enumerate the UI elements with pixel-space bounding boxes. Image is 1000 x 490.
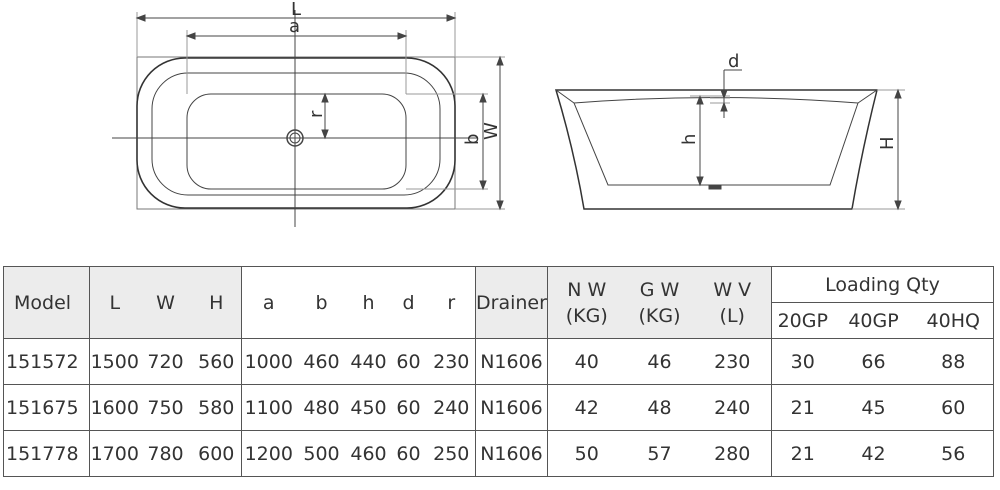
header-nw-unit: (KG) [565, 304, 608, 327]
cell-b: 460 [295, 338, 348, 385]
cell-nw: 50 [547, 430, 626, 477]
dim-label-H: H [877, 136, 898, 150]
cell-H: 580 [191, 384, 242, 431]
cell-40hq: 56 [913, 430, 994, 477]
cell-wv: 230 [693, 338, 772, 385]
bathtub-drawing: L a r b W d h H [112, 0, 905, 227]
header-W: W [139, 266, 192, 339]
cell-gw: 48 [625, 384, 694, 431]
dim-label-W: W [481, 122, 502, 140]
cell-40hq: 88 [913, 338, 994, 385]
header-nw-label: N W [567, 278, 607, 301]
drain-inner [289, 132, 301, 144]
cell-b: 500 [295, 430, 348, 477]
tub-side-inner [573, 97, 859, 186]
cell-d: 60 [389, 338, 428, 385]
dim-label-r: r [306, 110, 327, 118]
cell-wv: 240 [693, 384, 772, 431]
header-d: d [389, 266, 428, 339]
cell-40gp: 42 [833, 430, 914, 477]
cell-r: 230 [427, 338, 476, 385]
header-40gp: 40GP [833, 302, 914, 339]
top-view [112, 10, 505, 227]
header-H: H [191, 266, 242, 339]
header-L: L [89, 266, 140, 339]
cell-drainer: N1606 [475, 430, 548, 477]
cell-W: 780 [139, 430, 192, 477]
dim-label-d: d [728, 51, 739, 72]
cell-wv: 280 [693, 430, 772, 477]
cell-gw: 57 [625, 430, 694, 477]
cell-W: 750 [139, 384, 192, 431]
cell-L: 1700 [89, 430, 140, 477]
header-a: a [241, 266, 296, 339]
tub-side-outer [554, 89, 878, 210]
cell-h: 450 [347, 384, 390, 431]
header-wv-unit: (L) [719, 304, 745, 327]
cell-40gp: 45 [833, 384, 914, 431]
cell-L: 1500 [89, 338, 140, 385]
cell-b: 480 [295, 384, 348, 431]
header-gw: G W (KG) [625, 266, 694, 339]
header-model: Model [3, 266, 90, 339]
dim-label-h: h [679, 134, 700, 145]
cell-L: 1600 [89, 384, 140, 431]
cell-gw: 46 [625, 338, 694, 385]
cell-drainer: N1606 [475, 338, 548, 385]
header-b: b [295, 266, 348, 339]
cell-model: 151675 [3, 384, 90, 431]
tub-outer-rim [136, 57, 456, 209]
header-r: r [427, 266, 476, 339]
dim-label-b: b [462, 134, 483, 145]
header-nw: N W (KG) [547, 266, 626, 339]
cell-r: 250 [427, 430, 476, 477]
spec-table: Model L W H a b h d r Drainer N W (KG) G… [3, 266, 994, 477]
header-loading-qty: Loading Qty [771, 266, 994, 303]
header-drainer: Drainer [475, 266, 548, 339]
cell-nw: 42 [547, 384, 626, 431]
cell-20gp: 30 [771, 338, 834, 385]
cell-a: 1000 [241, 338, 296, 385]
cell-a: 1200 [241, 430, 296, 477]
cell-model: 151572 [3, 338, 90, 385]
cell-40gp: 66 [833, 338, 914, 385]
side-drain [708, 184, 722, 190]
header-20gp: 20GP [771, 302, 834, 339]
cell-drainer: N1606 [475, 384, 548, 431]
drain-outer [286, 129, 304, 147]
tub-inner-basin [186, 93, 407, 190]
header-h: h [347, 266, 390, 339]
header-row-2: 20GP 40GP 40HQ [4, 302, 994, 339]
cell-d: 60 [389, 430, 428, 477]
cell-W: 720 [139, 338, 192, 385]
cell-a: 1100 [241, 384, 296, 431]
header-wv: W V (L) [693, 266, 772, 339]
header-row-1: Model L W H a b h d r Drainer N W (KG) G… [3, 266, 994, 339]
cell-20gp: 21 [771, 430, 834, 477]
dim-label-a: a [289, 16, 300, 37]
tub-middle-rim [151, 72, 441, 196]
table-row: 151572 1500 720 560 1000 460 440 60 230 … [3, 338, 994, 385]
dim-label-L: L [291, 0, 301, 20]
header-gw-unit: (KG) [638, 304, 681, 327]
cell-h: 460 [347, 430, 390, 477]
cell-20gp: 21 [771, 384, 834, 431]
cell-nw: 40 [547, 338, 626, 385]
cell-r: 240 [427, 384, 476, 431]
cell-model: 151778 [3, 430, 90, 477]
cell-H: 560 [191, 338, 242, 385]
cell-h: 440 [347, 338, 390, 385]
table-row: 151675 1600 750 580 1100 480 450 60 240 … [3, 384, 994, 431]
cell-d: 60 [389, 384, 428, 431]
header-40hq: 40HQ [913, 302, 994, 339]
header-gw-label: G W [639, 278, 680, 301]
side-view [554, 69, 905, 211]
cell-40hq: 60 [913, 384, 994, 431]
cell-H: 600 [191, 430, 242, 477]
header-wv-label: W V [713, 278, 752, 301]
table-row: 151778 1700 780 600 1200 500 460 60 250 … [3, 430, 994, 477]
